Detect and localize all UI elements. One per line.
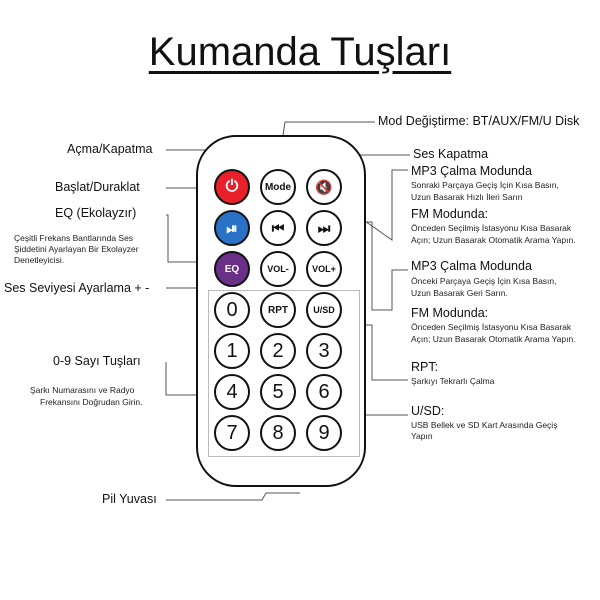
digit-label: 4: [226, 380, 238, 403]
digit-9-button[interactable]: 9: [306, 415, 342, 451]
digit-0-button[interactable]: 0: [214, 292, 250, 328]
digit-4-button[interactable]: 4: [214, 374, 250, 410]
eq-button-label: EQ: [224, 263, 240, 275]
mute-icon: 🔇: [315, 178, 333, 195]
label-digits-desc-1: Şarkı Numarasını ve Radyo: [30, 385, 135, 395]
digit-label: 6: [318, 380, 330, 403]
label-mode: Mod Değiştirme: BT/AUX/FM/U Disk: [378, 114, 580, 128]
label-prev-fm-desc-1: Önceden Seçilmiş İstasyonu Kısa Basarak: [411, 322, 572, 332]
label-prev-mp3-title: MP3 Çalma Modunda: [411, 259, 532, 273]
leader-line-digits: [165, 362, 208, 396]
mode-button-label: Mode: [264, 181, 292, 193]
leader-line-eq: [166, 214, 215, 263]
next-icon: ⏭: [317, 219, 331, 236]
label-prev-fm-title: FM Modunda:: [411, 306, 489, 320]
eq-button[interactable]: EQ: [214, 251, 250, 287]
previous-icon: ⏮: [271, 219, 285, 236]
label-eq-desc-3: Denetleyicisi.: [14, 255, 65, 265]
label-mute: Ses Kapatma: [413, 147, 489, 161]
digit-3-button[interactable]: 3: [306, 333, 342, 369]
mute-button[interactable]: 🔇: [306, 169, 342, 205]
label-battery: Pil Yuvası: [102, 492, 157, 506]
label-next-fm-desc-1: Önceden Seçilmiş İstasyonu Kısa Basarak: [411, 223, 572, 233]
digit-label: 7: [226, 421, 238, 444]
digit-1-button[interactable]: 1: [214, 333, 250, 369]
label-digits-desc-2: Frekansını Doğrudan Girin.: [40, 397, 143, 407]
label-prev-mp3-desc-1: Önceki Parçaya Geçiş İçin Kısa Basın,: [411, 276, 557, 286]
digit-2-button[interactable]: 2: [260, 333, 296, 369]
label-eq-desc-1: Çeşitli Frekans Bantlarında Ses: [14, 233, 134, 243]
volume-down-button[interactable]: VOL-: [260, 251, 296, 287]
digit-label: 9: [318, 421, 330, 444]
label-prev-mp3-desc-2: Uzun Basarak Geri Sarın.: [411, 288, 508, 298]
volume-up-button[interactable]: VOL+: [306, 251, 342, 287]
page-title: Kumanda Tuşları: [148, 30, 452, 74]
label-next-fm-title: FM Modunda:: [411, 207, 489, 221]
previous-button[interactable]: ⏮: [260, 210, 296, 246]
label-next-mp3-desc-1: Sonraki Parçaya Geçiş İçin Kısa Basın,: [411, 180, 559, 190]
label-volume: Ses Seviyesi Ayarlama + -: [4, 281, 150, 295]
label-usd-desc-1: USB Bellek ve SD Kart Arasında Geçiş: [411, 420, 558, 430]
volume-up-label: VOL+: [312, 264, 336, 274]
digit-8-button[interactable]: 8: [260, 415, 296, 451]
digit-key-area: [208, 290, 360, 457]
label-usd-desc-2: Yapın: [411, 431, 433, 441]
digit-label: 0: [226, 298, 238, 321]
volume-down-label: VOL-: [267, 264, 289, 274]
power-button[interactable]: ⏻: [214, 169, 250, 205]
play-pause-icon: ⏯: [226, 219, 238, 236]
digit-label: 8: [272, 421, 284, 444]
label-usd-title: U/SD:: [411, 404, 445, 418]
label-eq-title: EQ (Ekolayzır): [55, 206, 137, 220]
label-next-mp3-desc-2: Uzun Basarak Hızlı İleri Sarın: [411, 192, 523, 202]
digit-7-button[interactable]: 7: [214, 415, 250, 451]
label-power: Açma/Kapatma: [67, 142, 153, 156]
label-rpt-desc: Şarkıyı Tekrarlı Çalma: [411, 376, 495, 386]
label-prev-fm-desc-2: Açın; Uzun Basarak Otomatik Arama Yapın.: [411, 334, 576, 344]
label-next-mp3-title: MP3 Çalma Modunda: [411, 164, 532, 178]
next-button[interactable]: ⏭: [306, 210, 342, 246]
label-next-fm-desc-2: Açın; Uzun Basarak Otomatik Arama Yapın.: [411, 235, 576, 245]
repeat-button-label: RPT: [268, 304, 288, 316]
repeat-button[interactable]: RPT: [260, 292, 296, 328]
label-rpt-title: RPT:: [411, 360, 439, 374]
mode-button[interactable]: Mode: [260, 169, 296, 205]
power-icon: ⏻: [225, 178, 239, 195]
digit-label: 5: [272, 380, 284, 403]
label-play-pause: Başlat/Duraklat: [55, 180, 140, 194]
digit-label: 1: [226, 339, 238, 362]
usb-sd-button[interactable]: U/SD: [306, 292, 342, 328]
digit-label: 3: [318, 339, 330, 362]
play-pause-button[interactable]: ⏯: [214, 210, 250, 246]
digit-6-button[interactable]: 6: [306, 374, 342, 410]
usb-sd-button-label: U/SD: [313, 305, 335, 315]
digit-label: 2: [272, 339, 284, 362]
leader-line-battery: [166, 492, 300, 501]
label-digits-title: 0-9 Sayı Tuşları: [53, 354, 141, 368]
digit-5-button[interactable]: 5: [260, 374, 296, 410]
label-eq-desc-2: Şiddetini Ayarlayan Bir Ekolayzer: [14, 244, 139, 254]
